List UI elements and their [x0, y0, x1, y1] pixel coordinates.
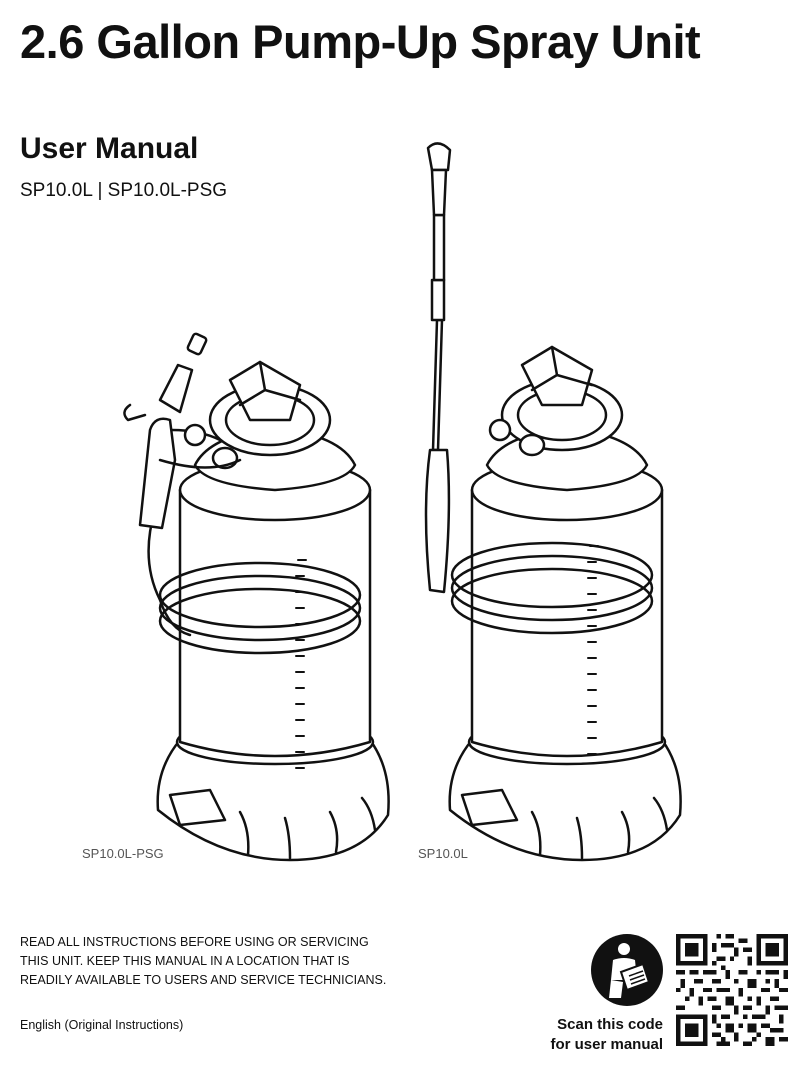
read-manual-icon [591, 934, 663, 1006]
sprayer-illustration [123, 142, 682, 862]
model-numbers: SP10.0L | SP10.0L-PSG [20, 180, 228, 201]
left-unit-caption: SP10.0L-PSG [82, 846, 164, 861]
sprayer-unit-right [424, 142, 682, 862]
safety-warning: READ ALL INSTRUCTIONS BEFORE USING OR SE… [20, 935, 387, 987]
scan-line-1: Scan this code [557, 1016, 663, 1033]
qr-code[interactable] [676, 934, 788, 1046]
manual-subtitle: User Manual [20, 132, 199, 165]
sprayer-unit-left [123, 332, 390, 862]
page-title: 2.6 Gallon Pump-Up Spray Unit [20, 15, 701, 68]
language-note: English (Original Instructions) [20, 1018, 184, 1032]
scan-instructions: Scan this code for user manual [550, 1015, 663, 1055]
scan-line-2: for user manual [550, 1036, 663, 1053]
right-unit-caption: SP10.0L [418, 846, 468, 861]
